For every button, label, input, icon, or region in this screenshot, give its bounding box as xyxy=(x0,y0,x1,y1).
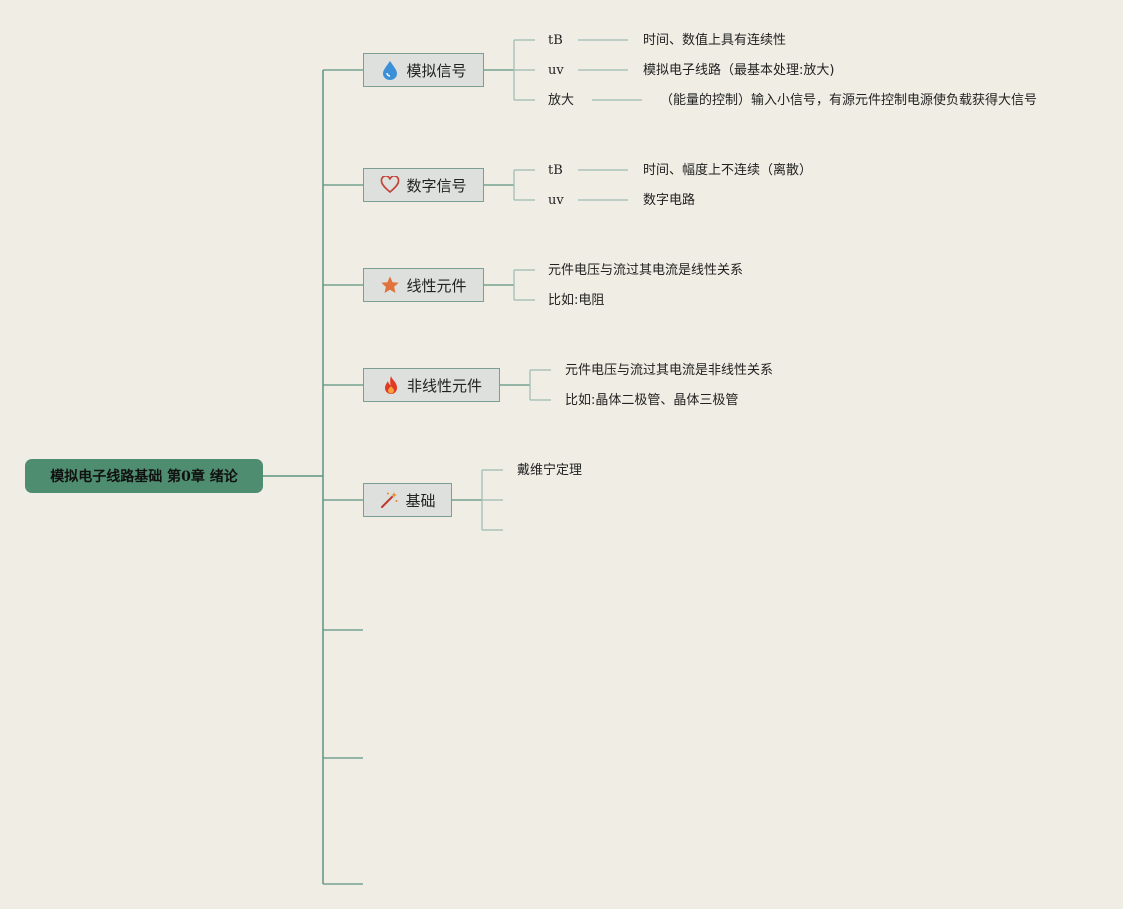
magic-wand-icon xyxy=(379,490,399,510)
branch-label: 数字信号 xyxy=(406,176,467,195)
fire-icon xyxy=(381,375,401,395)
leaf-value[interactable]: 时间、幅度上不连续（离散） xyxy=(643,163,813,178)
root-topic[interactable]: 模拟电子线路基础 第0章 绪论 xyxy=(25,459,263,493)
star-icon xyxy=(380,275,400,295)
leaf-text[interactable]: 元件电压与流过其电流是非线性关系 xyxy=(565,363,774,378)
branch-fundamentals[interactable]: 基础 xyxy=(363,483,452,517)
branch-nonlinear-component[interactable]: 非线性元件 xyxy=(363,368,500,402)
leaf-text[interactable]: 比如:电阻 xyxy=(548,293,605,308)
branch-digital-signal[interactable]: 数字信号 xyxy=(363,168,484,202)
leaf-value[interactable]: 时间、数值上具有连续性 xyxy=(643,33,787,48)
leaf-key[interactable]: tB xyxy=(548,163,563,178)
heart-icon xyxy=(380,175,400,195)
leaf-value[interactable]: 数字电路 xyxy=(643,193,696,208)
leaf-key[interactable]: uv xyxy=(548,193,564,208)
leaf-value[interactable]: （能量的控制）输入小信号，有源元件控制电源使负载获得大信号 xyxy=(660,93,1038,108)
root-topic-label: 模拟电子线路基础 第0章 绪论 xyxy=(50,469,238,485)
leaf-text[interactable]: 比如:晶体二极管、晶体三极管 xyxy=(565,393,739,408)
branch-label: 线性元件 xyxy=(406,276,467,295)
branch-linear-component[interactable]: 线性元件 xyxy=(363,268,484,302)
branch-label: 非线性元件 xyxy=(406,376,482,395)
water-drop-icon xyxy=(380,60,400,80)
branch-analog-signal[interactable]: 模拟信号 xyxy=(363,53,484,87)
branch-label: 模拟信号 xyxy=(406,61,467,80)
branch-label: 基础 xyxy=(405,491,436,510)
leaf-key[interactable]: 放大 xyxy=(548,93,575,108)
leaf-value[interactable]: 模拟电子线路（最基本处理:放大) xyxy=(643,63,835,78)
leaf-text[interactable]: 戴维宁定理 xyxy=(517,463,583,478)
leaf-key[interactable]: tB xyxy=(548,33,563,48)
leaf-key[interactable]: uv xyxy=(548,63,564,78)
leaf-text[interactable]: 元件电压与流过其电流是线性关系 xyxy=(548,263,744,278)
